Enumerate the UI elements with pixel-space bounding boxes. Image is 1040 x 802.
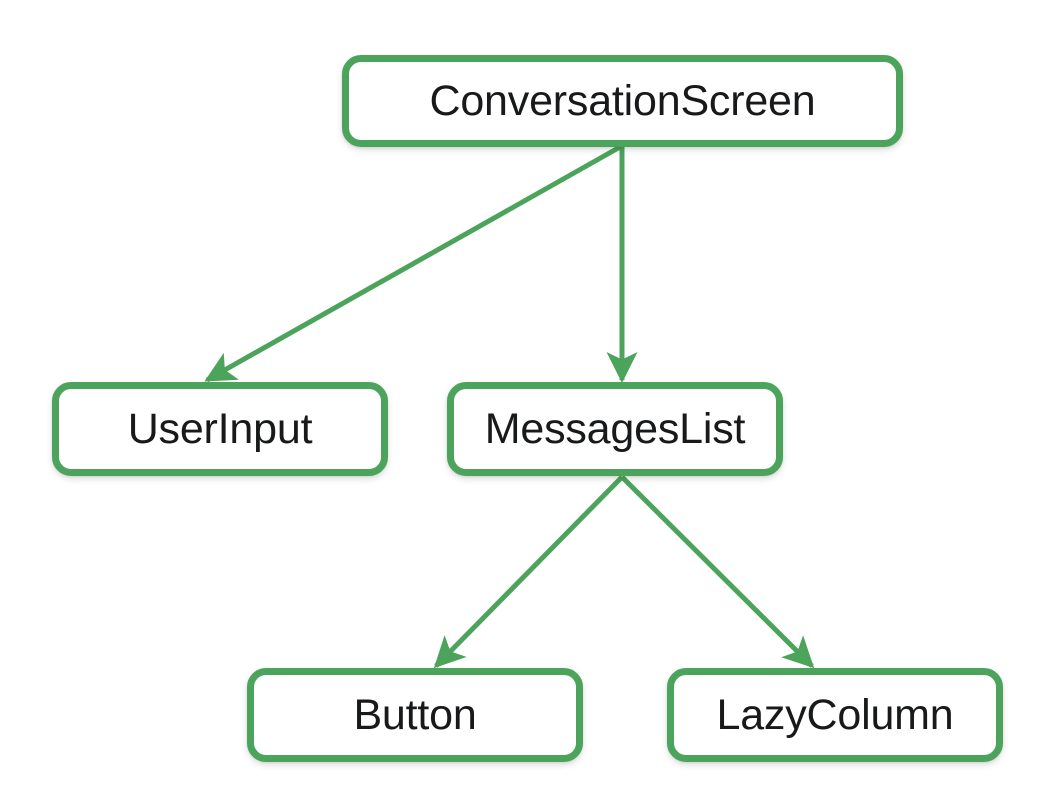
node-conversationscreen[interactable]: ConversationScreen <box>342 55 903 147</box>
node-lazycolumn[interactable]: LazyColumn <box>667 668 1003 762</box>
node-label-userinput: UserInput <box>127 404 313 453</box>
node-label-messageslist: MessagesList <box>484 404 746 453</box>
node-button[interactable]: Button <box>247 668 583 762</box>
node-label-conversationscreen: ConversationScreen <box>429 76 816 125</box>
node-label-lazycolumn: LazyColumn <box>716 690 954 739</box>
edge-messageslist-to-lazycolumn <box>620 475 815 669</box>
edge-messageslist-to-button <box>433 475 624 669</box>
edge-conversationscreen-to-userinput <box>204 144 622 383</box>
node-messageslist[interactable]: MessagesList <box>447 382 783 476</box>
node-userinput[interactable]: UserInput <box>52 382 388 476</box>
node-label-button: Button <box>353 690 477 739</box>
